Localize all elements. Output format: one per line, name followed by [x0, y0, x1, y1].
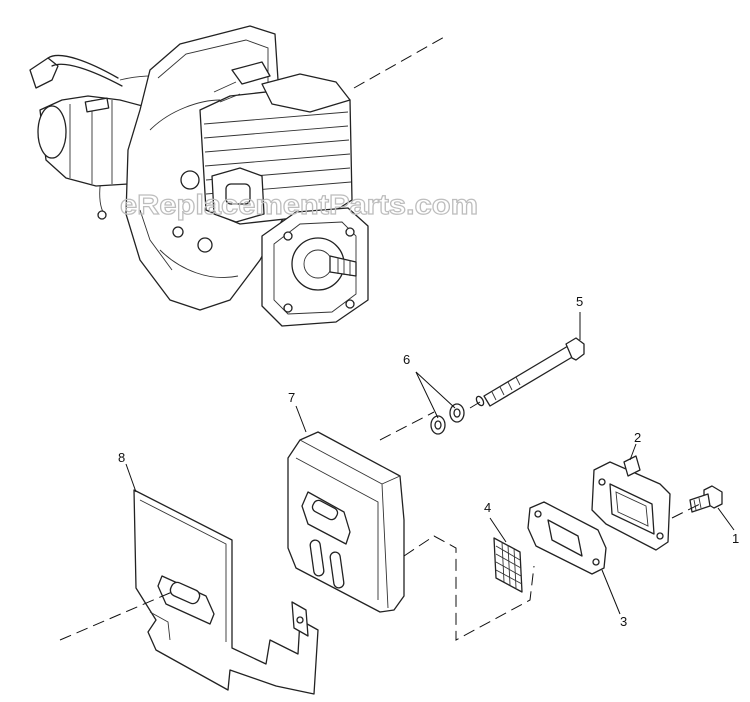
part-5-long-bolt — [475, 337, 585, 407]
part-6-washers — [430, 403, 465, 435]
part-4-spark-screen — [493, 537, 523, 593]
callout-4: 4 — [484, 500, 491, 515]
callout-numbers: 1 2 3 4 5 6 7 8 — [118, 294, 739, 629]
part-1-bolt — [689, 485, 723, 513]
leader-lines — [59, 35, 735, 641]
part-2-flange-bracket — [591, 455, 671, 551]
part-7-muffler — [287, 431, 405, 613]
callout-5: 5 — [576, 294, 583, 309]
engine-assembly — [29, 25, 369, 327]
callout-3: 3 — [620, 614, 627, 629]
callout-1: 1 — [732, 531, 739, 546]
watermark-text: eReplacementParts.com — [120, 189, 478, 220]
callout-7: 7 — [288, 390, 295, 405]
callout-6: 6 — [403, 352, 410, 367]
callout-2: 2 — [634, 430, 641, 445]
callout-8: 8 — [118, 450, 125, 465]
part-3-gasket — [527, 501, 607, 575]
part-8-heat-shield — [133, 489, 319, 695]
